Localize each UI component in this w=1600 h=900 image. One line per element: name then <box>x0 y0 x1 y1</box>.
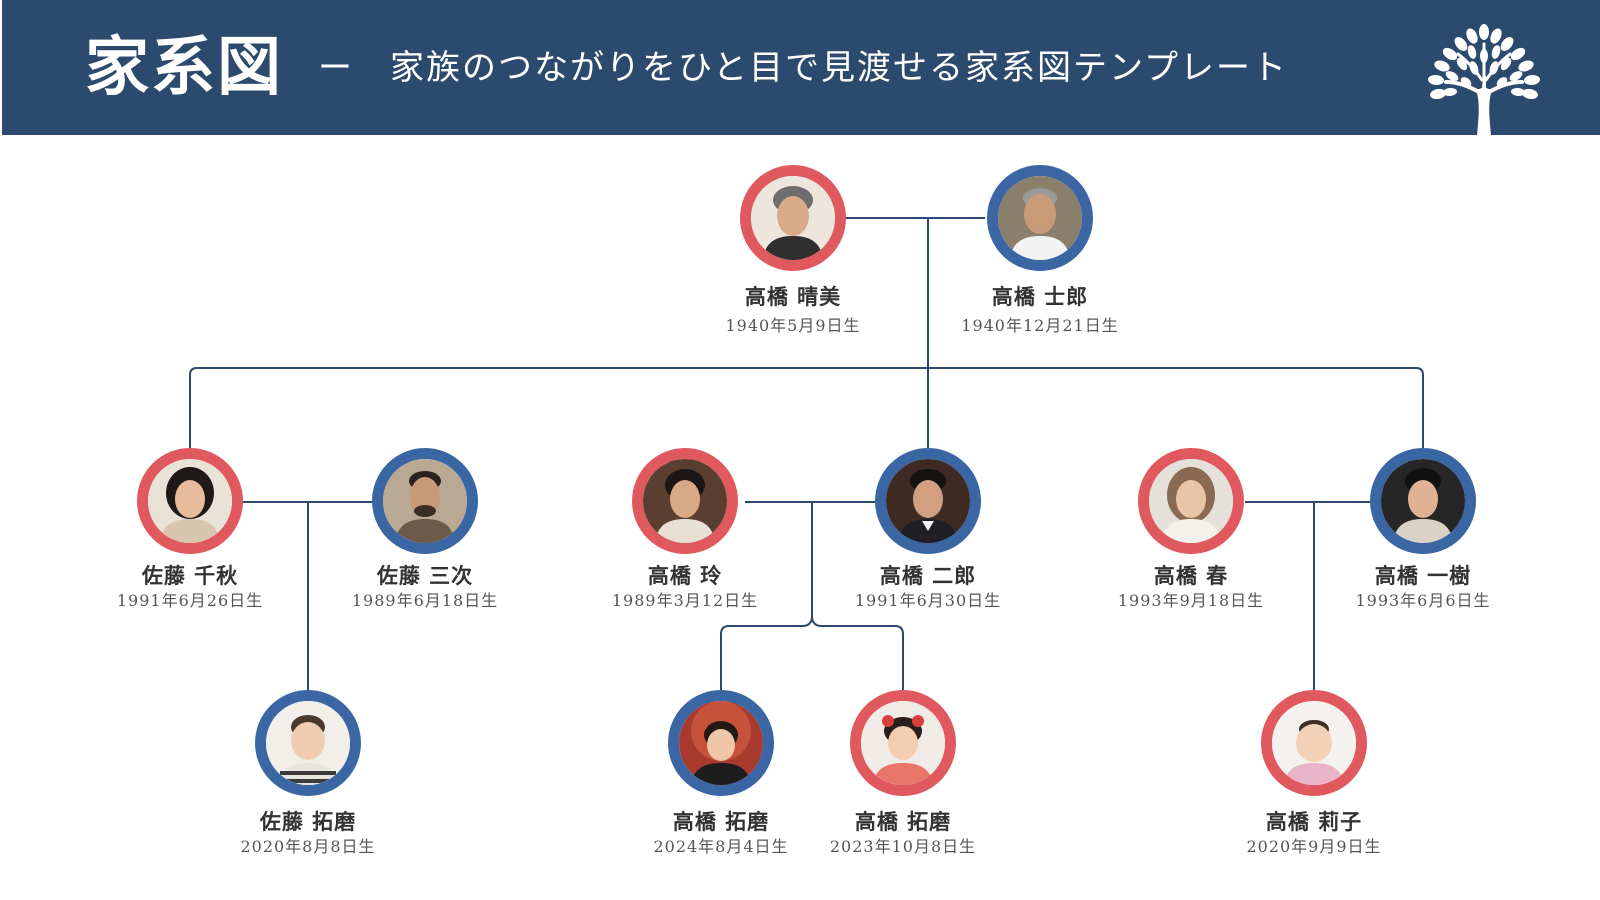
avatar-photo <box>383 459 467 543</box>
avatar-photo <box>751 176 835 260</box>
person-birth-date: 1989年6月18日生 <box>351 591 499 610</box>
avatar <box>372 448 478 554</box>
avatar-photo <box>1381 459 1465 543</box>
person-name: 高橋 拓磨 <box>854 809 952 834</box>
person-birth-date: 1989年3月12日生 <box>611 591 759 610</box>
person-name: 佐藤 拓磨 <box>259 809 357 834</box>
person-card-grandfather[interactable]: 高橋 士郎 1940年12月21日生 <box>940 165 1140 337</box>
person-card-kazuki[interactable]: 高橋 一樹 1993年6月6日生 <box>1323 448 1523 612</box>
header-banner: 家系図 ー 家族のつながりをひと目で見渡せる家系図テンプレート <box>2 0 1600 135</box>
avatar <box>668 690 774 796</box>
person-card-jiro[interactable]: 高橋 二郎 1991年6月30日生 <box>828 448 1028 612</box>
person-name: 高橋 拓磨 <box>672 809 770 834</box>
person-name: 高橋 春 <box>1153 563 1229 588</box>
person-birth-date: 1993年9月18日生 <box>1117 591 1265 610</box>
avatar <box>1370 448 1476 554</box>
person-card-grandmother[interactable]: 高橋 晴美 1940年5月9日生 <box>693 165 893 337</box>
person-birth-date: 1991年6月26日生 <box>116 591 264 610</box>
person-name: 高橋 一樹 <box>1374 563 1472 588</box>
person-birth-date: 1940年12月21日生 <box>961 316 1119 335</box>
page-title: 家系図 <box>85 30 283 105</box>
person-card-sanji[interactable]: 佐藤 三次 1989年6月18日生 <box>325 448 525 612</box>
person-card-chiaki[interactable]: 佐藤 千秋 1991年6月26日生 <box>90 448 290 612</box>
person-card-haru[interactable]: 高橋 春 1993年9月18日生 <box>1091 448 1291 612</box>
person-name: 佐藤 三次 <box>376 563 474 588</box>
person-card-takahashi-takuma-2024[interactable]: 高橋 拓磨 2024年8月4日生 <box>621 690 821 858</box>
person-name: 高橋 莉子 <box>1265 809 1363 834</box>
person-name: 高橋 士郎 <box>991 284 1089 309</box>
person-name: 高橋 二郎 <box>879 563 977 588</box>
person-card-rei[interactable]: 高橋 玲 1989年3月12日生 <box>585 448 785 612</box>
avatar <box>850 690 956 796</box>
avatar-photo <box>861 701 945 785</box>
person-card-takahashi-takuma-2023[interactable]: 高橋 拓磨 2023年10月8日生 <box>803 690 1003 858</box>
avatar-photo <box>998 176 1082 260</box>
avatar <box>137 448 243 554</box>
avatar-photo <box>148 459 232 543</box>
title-separator: ー <box>318 48 352 88</box>
avatar-photo <box>643 459 727 543</box>
avatar-photo <box>1149 459 1233 543</box>
person-name: 佐藤 千秋 <box>141 563 239 588</box>
person-card-riko[interactable]: 高橋 莉子 2020年9月9日生 <box>1214 690 1414 858</box>
avatar <box>875 448 981 554</box>
avatar <box>1261 690 1367 796</box>
person-birth-date: 1993年6月6日生 <box>1355 591 1491 610</box>
person-birth-date: 2020年8月8日生 <box>240 837 376 856</box>
descent-branch-right <box>811 615 904 690</box>
avatar-photo <box>266 701 350 785</box>
avatar <box>987 165 1093 271</box>
person-name: 高橋 晴美 <box>744 284 842 309</box>
person-birth-date: 2024年8月4日生 <box>653 837 789 856</box>
person-birth-date: 2023年10月8日生 <box>829 837 977 856</box>
person-name: 高橋 玲 <box>647 563 723 588</box>
person-card-sato-takuma[interactable]: 佐藤 拓磨 2020年8月8日生 <box>208 690 408 858</box>
avatar <box>255 690 361 796</box>
avatar <box>632 448 738 554</box>
avatar-photo <box>679 701 763 785</box>
sibling-bar <box>189 367 1424 451</box>
avatar <box>740 165 846 271</box>
person-birth-date: 2020年9月9日生 <box>1246 837 1382 856</box>
avatar <box>1138 448 1244 554</box>
person-birth-date: 1940年5月9日生 <box>725 316 861 335</box>
avatar-photo <box>886 459 970 543</box>
page-subtitle: 家族のつながりをひと目で見渡せる家系図テンプレート <box>390 48 1288 88</box>
avatar-photo <box>1272 701 1356 785</box>
person-birth-date: 1991年6月30日生 <box>854 591 1002 610</box>
tree-icon <box>1428 24 1540 135</box>
